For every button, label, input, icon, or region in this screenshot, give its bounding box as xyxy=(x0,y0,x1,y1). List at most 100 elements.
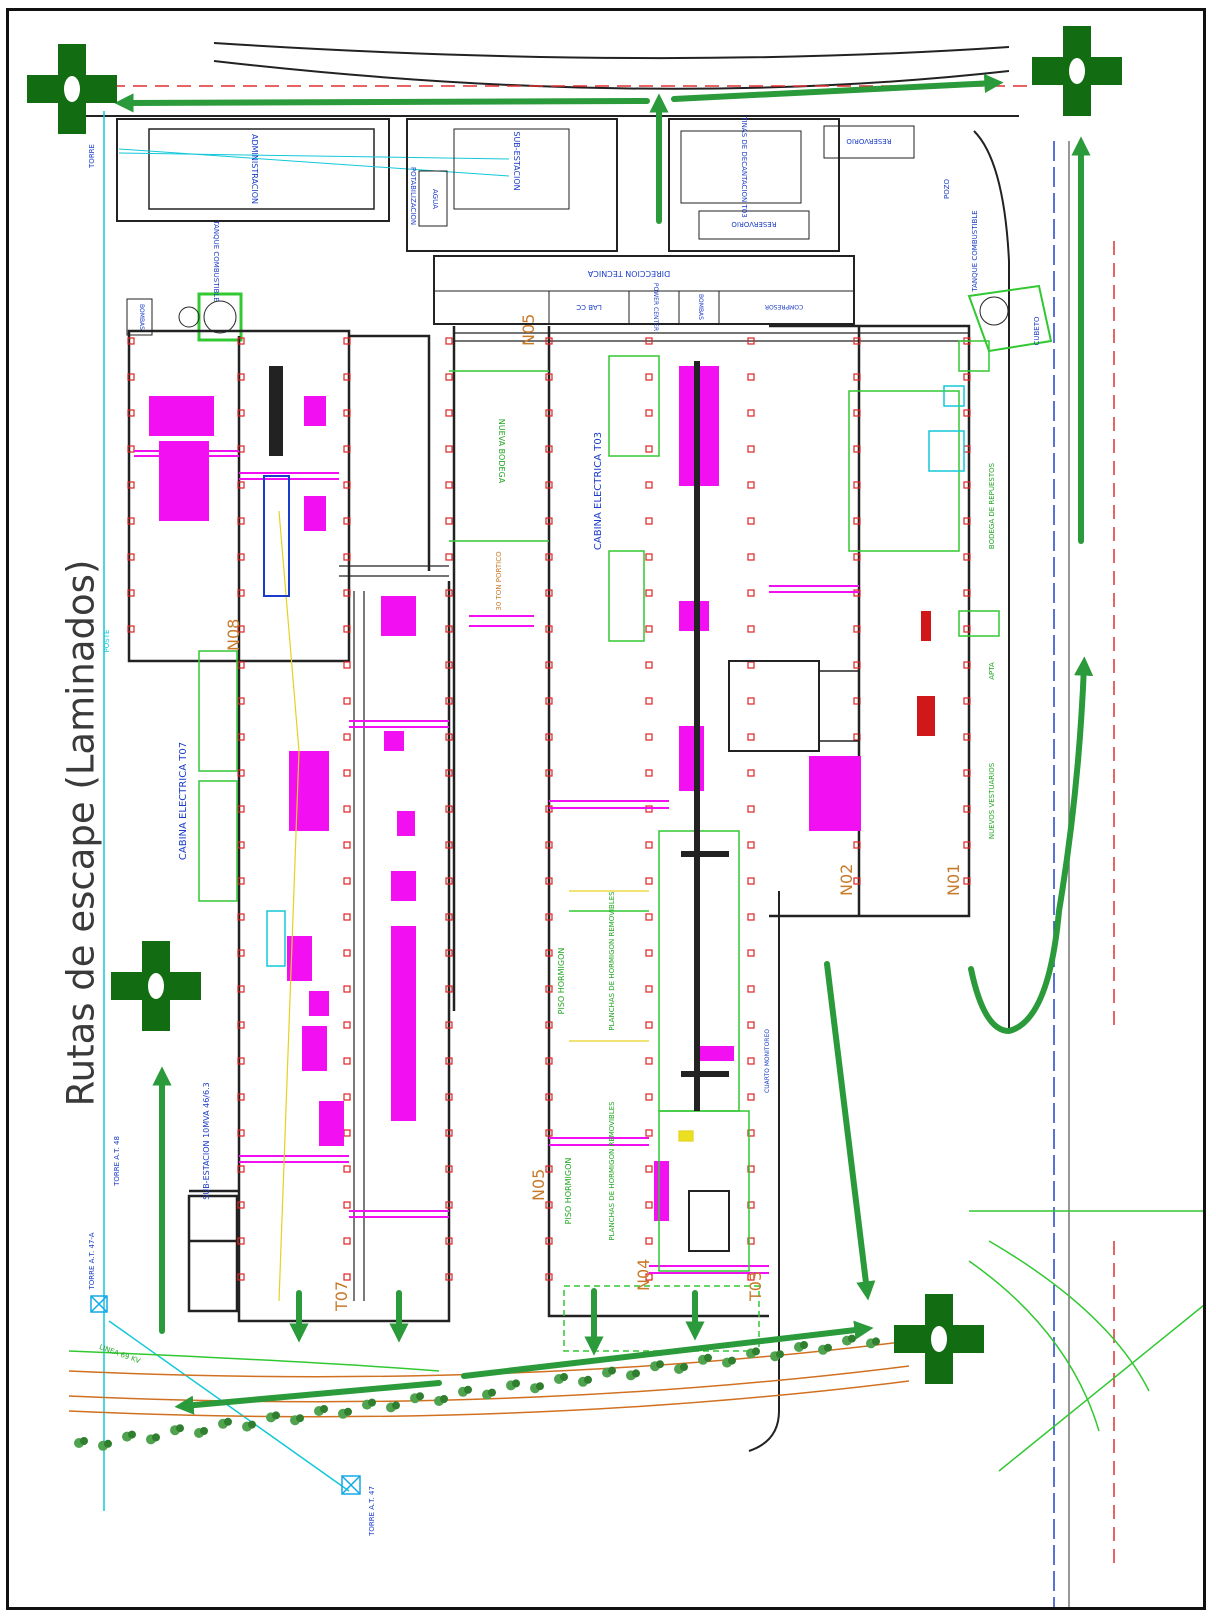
column-marker xyxy=(445,1021,453,1029)
column-marker xyxy=(445,769,453,777)
tree-icon xyxy=(554,1373,568,1384)
tree-icon xyxy=(458,1385,472,1397)
column-marker xyxy=(127,409,135,417)
n05-b-label: N05 xyxy=(529,1169,548,1201)
sub-estacion-top-label: SUB-ESTACION xyxy=(512,131,521,190)
column-marker xyxy=(645,949,653,957)
bombas-left-label: BOMBAS xyxy=(138,304,145,330)
column-marker xyxy=(747,373,755,381)
column-marker xyxy=(343,949,351,957)
tree-icon xyxy=(242,1420,256,1432)
column-marker xyxy=(545,517,553,525)
column-marker xyxy=(343,913,351,921)
column-marker xyxy=(127,625,135,633)
n02-label: N02 xyxy=(837,864,856,896)
column-marker xyxy=(545,841,553,849)
escape-routes xyxy=(114,73,1094,1415)
tree-icon xyxy=(314,1405,328,1416)
route-arrow-icon xyxy=(824,961,876,1301)
column-marker xyxy=(445,661,453,669)
column-marker xyxy=(545,697,553,705)
column-marker xyxy=(343,1237,351,1245)
torre-c-label: TORRE A.T. 48 xyxy=(113,1136,121,1187)
pozo-label: POZO xyxy=(943,178,951,199)
lab-cc-label: LAB CC xyxy=(576,303,602,311)
power-center-label: POWER CENTER xyxy=(652,283,659,331)
tree-icon xyxy=(170,1424,184,1436)
column-marker xyxy=(645,985,653,993)
tree-icon xyxy=(506,1379,520,1391)
column-marker xyxy=(747,445,755,453)
column-marker xyxy=(645,1165,653,1173)
column-marker xyxy=(963,733,971,741)
route-arrow-icon xyxy=(174,1380,442,1415)
torre-b-label: TORRE A.T. 47 xyxy=(368,1486,376,1537)
column-marker xyxy=(343,841,351,849)
column-marker xyxy=(545,1021,553,1029)
column-marker xyxy=(127,553,135,561)
column-marker xyxy=(747,733,755,741)
agua-label: AGUA xyxy=(431,189,439,209)
column-marker xyxy=(645,625,653,633)
tree-icon xyxy=(794,1341,808,1352)
column-marker xyxy=(853,697,861,705)
column-marker xyxy=(127,517,135,525)
column-marker xyxy=(343,1129,351,1137)
column-marker xyxy=(445,1165,453,1173)
column-marker xyxy=(645,1021,653,1029)
column-marker xyxy=(963,481,971,489)
column-marker xyxy=(445,841,453,849)
column-marker xyxy=(237,985,245,993)
column-marker xyxy=(445,1273,453,1281)
column-marker xyxy=(445,445,453,453)
route-arrow-icon xyxy=(114,93,650,113)
column-marker xyxy=(343,1165,351,1173)
column-marker xyxy=(747,877,755,885)
column-marker xyxy=(963,697,971,705)
t03-label: T03 xyxy=(746,1271,765,1302)
tree-icon xyxy=(866,1337,880,1349)
column-marker xyxy=(963,589,971,597)
column-marker xyxy=(237,589,245,597)
column-marker xyxy=(445,949,453,957)
column-marker xyxy=(237,769,245,777)
cabina-t07-label: CABINA ELECTRICA T07 xyxy=(178,742,189,860)
tree-icon xyxy=(386,1401,400,1413)
exit-cross-icon xyxy=(1032,26,1122,116)
direccion-tecnica-label: DIRECCION TECNICA xyxy=(587,269,670,278)
bombas-label: BOMBAS xyxy=(697,294,704,320)
column-marker xyxy=(645,337,653,345)
column-marker xyxy=(445,1093,453,1101)
column-marker xyxy=(343,805,351,813)
column-marker xyxy=(343,589,351,597)
column-marker xyxy=(853,553,861,561)
column-marker xyxy=(545,913,553,921)
cubeto-label: CUBETO xyxy=(1033,316,1041,346)
dark-machinery xyxy=(263,361,860,1252)
column-marker xyxy=(445,985,453,993)
cabina-t03-label: CABINA ELECTRICA T03 xyxy=(593,432,604,550)
tree-icon xyxy=(722,1356,736,1368)
column-marker xyxy=(127,337,135,345)
tree-icon xyxy=(842,1334,856,1346)
column-marker xyxy=(445,553,453,561)
column-marker xyxy=(645,1057,653,1065)
fuel-tanks: TANQUE COMBUSTIBLE BOMBAS TANQUE COMBUST… xyxy=(126,210,1053,353)
tree-icon xyxy=(266,1411,280,1423)
poste-label: POSTE xyxy=(103,630,111,653)
reservorio-a-label: RESERVORIO xyxy=(731,220,777,228)
plan-frame: ADMINISTRACION SUB-ESTACION POTABILIZACI… xyxy=(6,8,1206,1610)
planchas-b-label: PLANCHAS DE HORMIGON REMOVIBLES xyxy=(608,1101,616,1241)
column-marker xyxy=(343,697,351,705)
tree-row xyxy=(74,1334,880,1451)
column-marker xyxy=(127,589,135,597)
column-marker xyxy=(237,481,245,489)
column-marker xyxy=(343,1273,351,1281)
column-marker xyxy=(645,769,653,777)
column-marker xyxy=(545,1201,553,1209)
column-marker xyxy=(963,625,971,633)
t07-label: T07 xyxy=(332,1281,351,1312)
column-marker xyxy=(545,1165,553,1173)
column-marker xyxy=(445,1201,453,1209)
tree-icon xyxy=(122,1430,136,1442)
